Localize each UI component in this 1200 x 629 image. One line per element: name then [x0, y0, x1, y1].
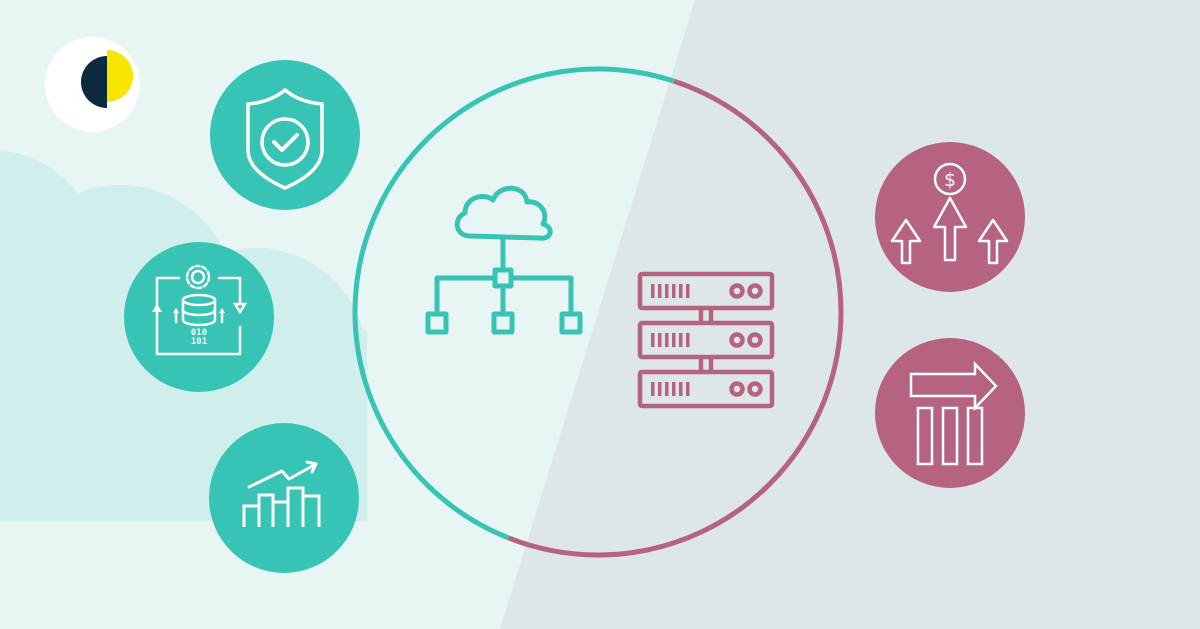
data-processing-circle: 010 101	[124, 242, 274, 392]
shield-check-icon	[246, 88, 324, 190]
dollar-up-arrows-icon: $	[890, 162, 1009, 265]
cost-growth-circle: $	[875, 142, 1025, 292]
dollar-symbol: $	[944, 169, 956, 191]
pillars-arrow-right-icon	[909, 360, 998, 466]
server-rack-icon	[637, 271, 775, 409]
growth-chart-circle	[209, 423, 359, 573]
cloud-network-icon	[425, 185, 583, 335]
brand-logo	[45, 37, 140, 132]
bar-chart-trend-icon	[242, 460, 321, 527]
binary-bottom: 101	[191, 337, 207, 347]
migration-circle	[875, 338, 1025, 488]
logo-mark-icon	[81, 50, 133, 108]
security-circle	[210, 60, 360, 210]
binary-top: 010	[191, 328, 207, 338]
central-ring	[352, 66, 844, 558]
database-gear-cycle-icon: 010 101	[152, 264, 248, 356]
